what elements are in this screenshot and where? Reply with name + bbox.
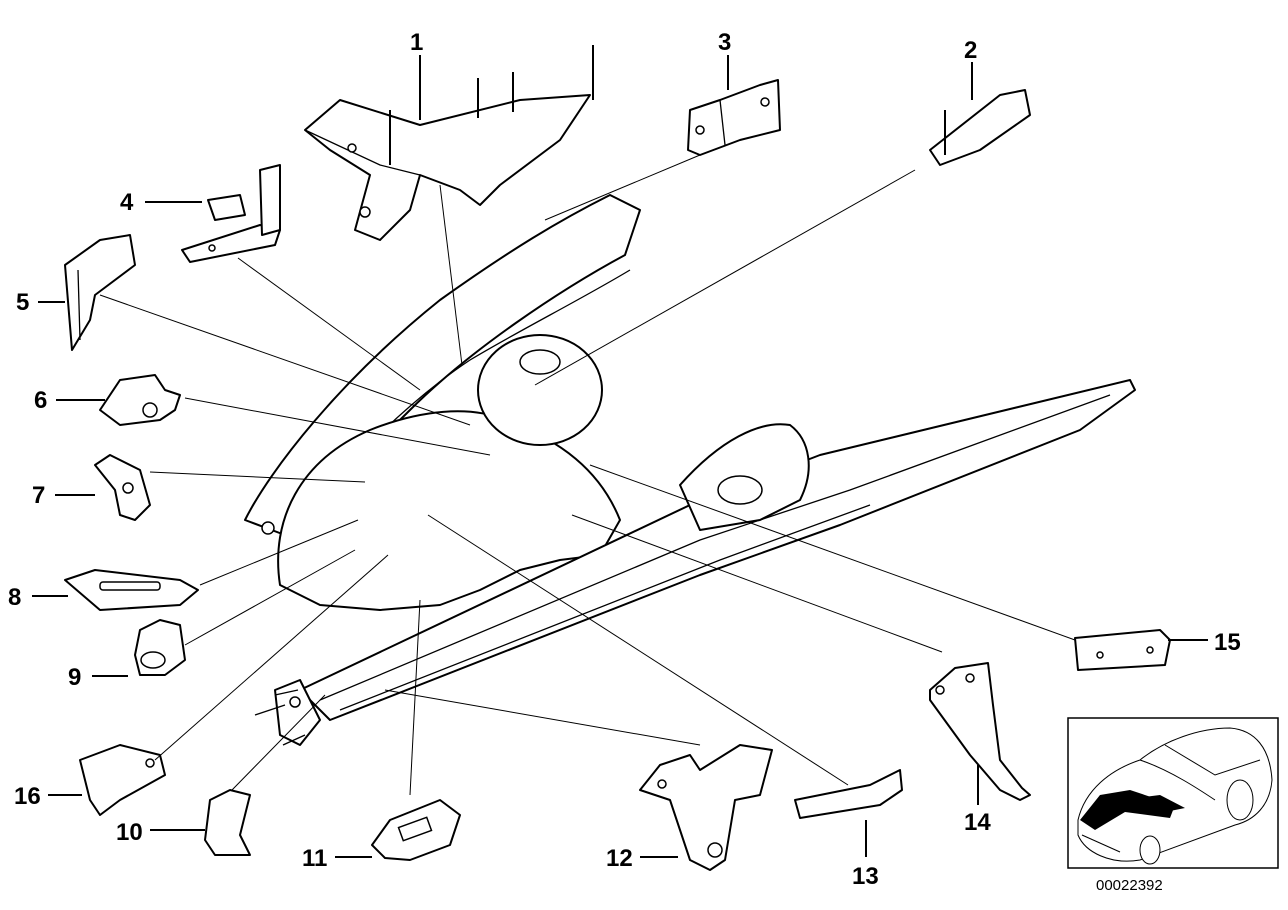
part-14-bracket[interactable]	[929, 662, 1031, 801]
part-4-bracket[interactable]	[181, 164, 281, 263]
part-13-bracket[interactable]	[794, 769, 903, 819]
callout-6: 6	[34, 387, 47, 414]
callout-numbers: 1 2 3 4 5 6 7 8 9 10 11 12 13 14 15 16	[8, 29, 1241, 890]
callout-1: 1	[410, 29, 423, 56]
part-2-bracket[interactable]	[929, 89, 1031, 166]
part-15-bracket[interactable]	[1074, 629, 1171, 671]
callout-11: 11	[302, 845, 327, 872]
part-3-bracket[interactable]	[687, 79, 781, 156]
part-11-bracket[interactable]	[371, 799, 461, 861]
part-1-bracket[interactable]	[304, 45, 594, 241]
callout-10: 10	[116, 819, 143, 846]
catalog-number: 00022392	[1096, 877, 1163, 894]
part-5-bracket[interactable]	[64, 234, 136, 351]
part-10-bracket[interactable]	[204, 789, 251, 856]
callout-12: 12	[606, 845, 633, 872]
callout-7: 7	[32, 482, 45, 509]
main-assembly	[244, 194, 1136, 746]
callout-4: 4	[120, 189, 134, 216]
leader-lines	[32, 55, 1208, 858]
part-8-bracket[interactable]	[64, 569, 199, 611]
part-16-bracket[interactable]	[79, 744, 166, 816]
part-6-bracket[interactable]	[99, 374, 181, 426]
callout-8: 8	[8, 584, 21, 611]
callout-5: 5	[16, 289, 29, 316]
callout-9: 9	[68, 664, 81, 691]
part-12-bracket[interactable]	[639, 744, 773, 871]
part-7-bracket[interactable]	[94, 454, 151, 521]
callout-13: 13	[852, 863, 879, 890]
callout-15: 15	[1214, 629, 1241, 656]
callout-16: 16	[14, 783, 41, 810]
car-location-thumbnail: 00022392	[1067, 717, 1279, 894]
callout-3: 3	[718, 29, 731, 56]
callout-14: 14	[964, 809, 991, 836]
part-9-bracket[interactable]	[134, 619, 186, 676]
callout-2: 2	[964, 37, 977, 64]
